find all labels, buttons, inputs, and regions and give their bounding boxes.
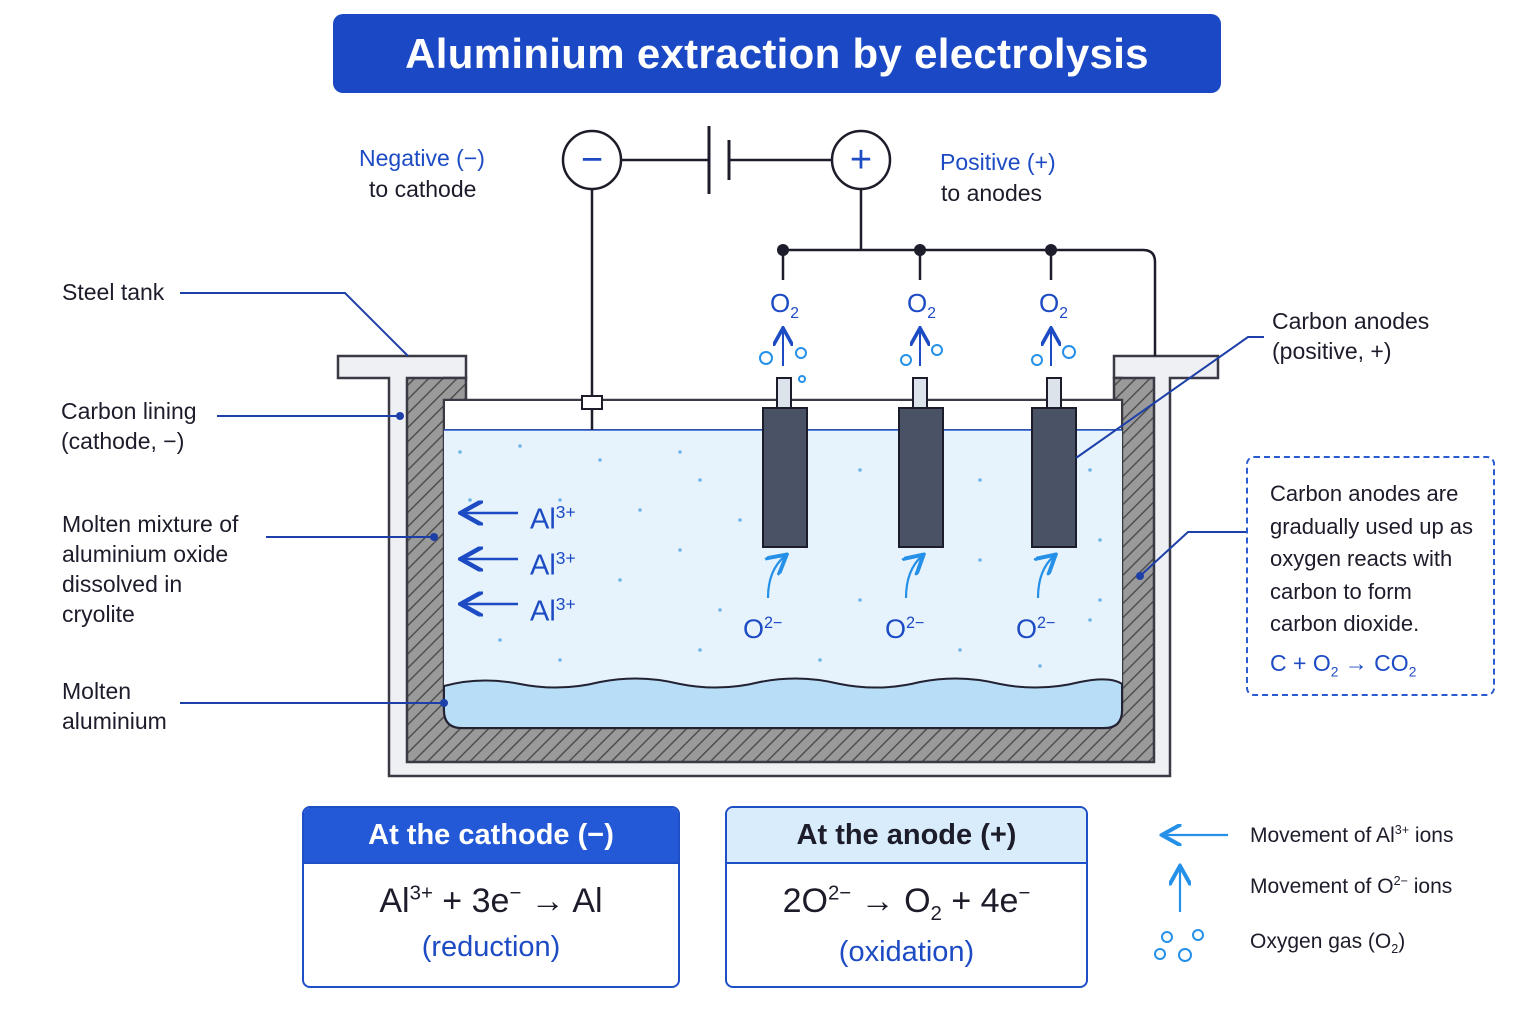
positive-sub-label: to anodes [941, 180, 1043, 206]
oxygen-bubbles [759, 344, 1076, 383]
anode-equation: 2O2− → O2 + 4e− [782, 882, 1031, 925]
anode-stem [1046, 377, 1062, 409]
junction-dot [777, 244, 789, 256]
positive-label: Positive (+) [940, 149, 1056, 175]
negative-label: Negative (−) [359, 145, 485, 171]
legend-o-movement: Movement of O2− ions [1250, 874, 1453, 898]
carbon-anode [762, 407, 808, 548]
plus-symbol: + [850, 139, 872, 181]
cathode-connector [581, 395, 603, 410]
positive-terminal [830, 129, 892, 191]
electrolyte-particles [458, 444, 1102, 668]
anode-stem [912, 377, 928, 409]
legend-symbols [1154, 835, 1228, 962]
molten-mixture-label-2: aluminium oxide [62, 541, 229, 567]
molten-mixture-label-4: cryolite [62, 601, 135, 627]
o2-gas-label: O2 [770, 288, 799, 323]
o2-gas-label: O2 [907, 288, 936, 323]
note-line: oxygen reacts with [1270, 546, 1453, 571]
oxygen-gas-arrows [783, 330, 1051, 366]
oxide-ion-label: O2− [743, 614, 783, 644]
cathode-equation-box: At the cathode (−) Al3+ + 3e− → Al (redu… [302, 806, 680, 988]
note-equation: C + O2 → CO2 [1270, 649, 1417, 680]
carbon-anodes [762, 377, 1077, 548]
al-ion-label: Al3+ [530, 502, 576, 536]
anode-box-header: At the anode (+) [727, 808, 1086, 862]
legend-al-movement: Movement of Al3+ ions [1250, 823, 1454, 847]
aluminium-ion-arrows [463, 513, 518, 604]
junction-dot [1045, 244, 1057, 256]
molten-aluminium-label-1: Molten [62, 678, 132, 704]
reaction-type-label: (oxidation) [838, 935, 975, 968]
oxide-ion-arrows [768, 556, 1054, 599]
anode-equation-box: At the anode (+) 2O2− → O2 + 4e− (oxidat… [725, 806, 1088, 988]
circuit-wires [590, 158, 1157, 430]
molten-aluminium-label-2: aluminium [62, 708, 167, 734]
note-line: Carbon anodes are [1270, 481, 1459, 506]
legend-oxygen-gas: Oxygen gas (O2) [1250, 930, 1406, 957]
note-line: carbon dioxide. [1270, 611, 1420, 636]
carbon-anodes-label: Carbon anodes [1272, 308, 1430, 334]
negative-terminal [561, 129, 623, 191]
anode-consumption-note: Carbon anodes are gradually used up as o… [1246, 456, 1495, 696]
al-ion-label: Al3+ [530, 548, 576, 582]
cathode-box-header: At the cathode (−) [304, 808, 678, 862]
page-title: Aluminium extraction by electrolysis [405, 29, 1149, 77]
carbon-lining-label: Carbon lining [61, 398, 197, 424]
title-banner: Aluminium extraction by electrolysis [333, 14, 1221, 93]
steel-tank-label: Steel tank [62, 279, 165, 305]
junction-dot [914, 244, 926, 256]
leader-lines [180, 292, 1264, 704]
legend-bubbles [1154, 929, 1204, 962]
reaction-type-label: (reduction) [421, 931, 561, 963]
molten-aluminium-layer [443, 677, 1123, 729]
oxide-ion-label: O2− [1016, 614, 1056, 644]
negative-sub-label: to cathode [369, 176, 477, 202]
minus-symbol: − [581, 139, 603, 181]
carbon-anode [1031, 407, 1077, 548]
leader-dots [396, 412, 1144, 707]
note-line: carbon to form [1270, 578, 1412, 604]
molten-mixture-label-1: Molten mixture of [62, 511, 239, 537]
note-line: gradually used up as [1270, 513, 1474, 539]
cathode-equation: Al3+ + 3e− → Al [379, 882, 603, 920]
oxide-ion-label: O2− [885, 614, 925, 644]
carbon-anode [898, 407, 944, 548]
anode-stem [776, 377, 792, 409]
o2-gas-label: O2 [1039, 288, 1068, 323]
carbon-anodes-sub-label: (positive, +) [1272, 338, 1392, 364]
al-ion-label: Al3+ [530, 594, 576, 628]
molten-mixture-label-3: dissolved in [62, 571, 183, 597]
carbon-lining-sub-label: (cathode, −) [61, 428, 185, 454]
